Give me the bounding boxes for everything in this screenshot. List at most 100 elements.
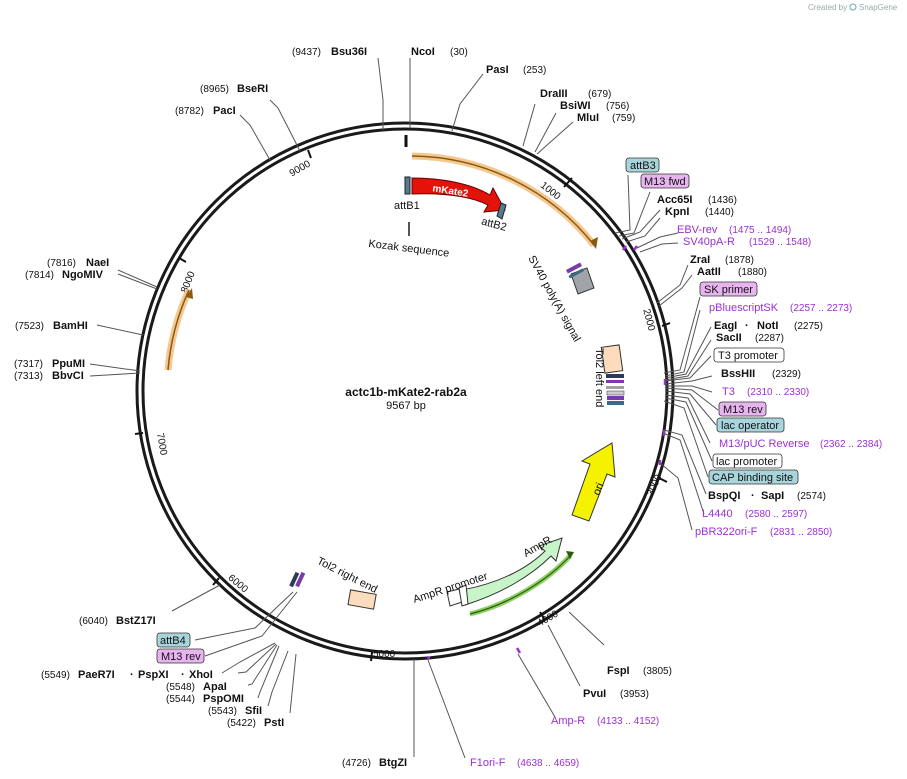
tick-7000 — [134, 432, 144, 435]
feature-box-sk-primer[interactable]: SK primer — [699, 281, 758, 297]
enzyme-bsiwi[interactable]: BsiWI (756) — [560, 100, 629, 112]
feature-box-cap-site[interactable]: CAP binding site — [708, 469, 799, 485]
enzyme-draiii[interactable]: DraIII (679) — [540, 88, 611, 100]
primer-amp-r[interactable]: Amp-R (4133 .. 4152) — [551, 715, 659, 727]
primer-f1ori-f[interactable]: F1ori-F (4638 .. 4659) — [470, 757, 579, 769]
enzyme-apai[interactable]: (5548) ApaI — [166, 681, 227, 693]
enzyme-bstz17i[interactable]: (6040) BstZ17I — [79, 615, 156, 627]
enzyme-pspomi[interactable]: (5544) PspOMI — [166, 693, 244, 705]
enzyme-pos-pasi: (253) — [523, 65, 546, 76]
enzyme-bbvci[interactable]: (7313) BbvCI — [14, 370, 84, 382]
feature-attb2-mark[interactable] — [496, 202, 507, 220]
feature-ori[interactable]: ori — [571, 442, 616, 522]
enzyme-sep-paer7i-2: · — [181, 669, 185, 681]
watermark-prefix: Created by — [808, 3, 847, 12]
enzyme-pos-mlui: (759) — [612, 113, 635, 124]
enzyme-name-draiii: DraIII — [540, 88, 568, 100]
enzyme-name-fspi: FspI — [607, 665, 630, 677]
enzyme-naei[interactable]: (7816) NaeI — [47, 257, 109, 269]
enzyme-name-zrai: ZraI — [690, 254, 710, 266]
primer-range-pbluescriptsk: (2257 .. 2273) — [790, 303, 852, 314]
tick-5000 — [370, 651, 373, 662]
enzyme-pos-draiii: (679) — [588, 89, 611, 100]
feature-tol2-left[interactable] — [600, 344, 624, 374]
enzyme-sfii[interactable]: (5543) SfiI — [208, 705, 262, 717]
enzyme-paci[interactable]: (8782) PacI — [175, 105, 236, 117]
enzyme-paer7i-pspxi-xhoi[interactable]: (5549) PaeR7I · PspXI · XhoI — [41, 669, 213, 681]
enzyme-name-pvui: PvuI — [583, 688, 606, 700]
enzyme-ncoi[interactable]: NcoI (30) — [411, 46, 468, 58]
primer-t3[interactable]: T3 (2310 .. 2330) — [722, 386, 809, 398]
primer-pbr322ori-f[interactable]: pBR322ori-F (2831 .. 2850) — [695, 526, 832, 538]
enzyme-name-kpni: KpnI — [665, 206, 689, 218]
tick-label-5000: 5000 — [373, 649, 396, 660]
primer-m13puc-reverse[interactable]: M13/pUC Reverse (2362 .. 2384) — [719, 438, 882, 450]
enzyme-sacii[interactable]: SacII (2287) — [716, 332, 784, 344]
feature-box-lac-promoter[interactable]: lac promoter — [712, 453, 783, 469]
primer-ebv-rev[interactable]: EBV-rev (1475 .. 1494) — [677, 224, 791, 236]
primer-name-pbluescriptsk: pBluescriptSK — [709, 302, 779, 314]
primer-name-t3: T3 — [722, 386, 735, 398]
enzyme-bspqi-sapi[interactable]: BspQI · SapI (2574) — [708, 490, 826, 502]
feature-box-m13-rev[interactable]: M13 rev — [718, 401, 767, 417]
enzyme-pos-bsu36i: (9437) — [292, 47, 321, 58]
enzyme-bsshii[interactable]: BssHII (2329) — [721, 368, 801, 380]
feature-ampr[interactable]: AmpR — [461, 534, 563, 606]
feature-box-label-attb3: attB3 — [630, 160, 656, 172]
enzyme-pos-bseri: (8965) — [200, 84, 229, 95]
feature-mkate2[interactable]: mKate2 — [411, 177, 506, 213]
feature-box-m13fwd[interactable]: M13 fwd — [640, 173, 690, 189]
feature-box-t3-promoter[interactable]: T3 promoter — [713, 347, 785, 363]
enzyme-bamhi[interactable]: (7523) BamHI — [15, 320, 88, 332]
primer-pbluescriptsk[interactable]: pBluescriptSK (2257 .. 2273) — [709, 302, 852, 314]
feature-box-attb3[interactable]: attB3 — [625, 157, 660, 173]
enzyme-name-bspqi: BspQI — [708, 490, 740, 502]
enzyme-fspi[interactable]: FspI (3805) — [607, 665, 672, 677]
enzyme-eagi-noti[interactable]: EagI · NotI (2275) — [714, 320, 823, 332]
primer-range-t3: (2310 .. 2330) — [747, 387, 809, 398]
enzyme-pos-ppumi: (7317) — [14, 359, 43, 370]
enzyme-acc65i[interactable]: Acc65I (1436) — [657, 194, 737, 206]
feature-box-m13-rev-left[interactable]: M13 rev — [156, 648, 205, 664]
watermark: Created by SnapGene — [808, 3, 898, 12]
enzyme-aatii[interactable]: AatII (1880) — [697, 266, 767, 278]
tick-1000 — [563, 177, 573, 188]
primer-sv40pa-r[interactable]: SV40pA-R (1529 .. 1548) — [683, 236, 811, 248]
enzyme-name-eagi: EagI — [714, 320, 737, 332]
enzyme-name-acc65i: Acc65I — [657, 194, 692, 206]
enzyme-pvui[interactable]: PvuI (3953) — [583, 688, 649, 700]
enzyme-name-ngomiv: NgoMIV — [62, 269, 104, 281]
enzyme-bsu36i[interactable]: (9437) Bsu36I — [292, 46, 367, 58]
enzyme-zrai[interactable]: ZraI (1878) — [690, 254, 754, 266]
enzyme-bseri[interactable]: (8965) BseRI — [200, 83, 268, 95]
enzyme-mlui[interactable]: MluI (759) — [577, 112, 635, 124]
enzyme-btgzi[interactable]: (4726) BtgZI — [342, 757, 407, 769]
primer-range-amp-r: (4133 .. 4152) — [597, 716, 659, 727]
enzyme-psti[interactable]: (5422) PstI — [227, 717, 284, 729]
feature-sv40-polya[interactable] — [565, 262, 595, 295]
feature-label-attb2: attB2 — [480, 216, 508, 234]
enzyme-ngomiv[interactable]: (7814) NgoMIV — [25, 269, 104, 281]
enzyme-pasi[interactable]: PasI (253) — [486, 64, 546, 76]
enzyme-name-sacii: SacII — [716, 332, 742, 344]
primer-l4440[interactable]: L4440 (2580 .. 2597) — [702, 508, 807, 520]
enzyme-pos-eagi: (2275) — [794, 321, 823, 332]
enzyme-pos-zrai: (1878) — [725, 255, 754, 266]
enzyme-pos-bsshii: (2329) — [772, 369, 801, 380]
enzyme-kpni[interactable]: KpnI (1440) — [665, 206, 734, 218]
enzyme-pos-bspqi: (2574) — [797, 491, 826, 502]
primer-name-m13puc-reverse: M13/pUC Reverse — [719, 438, 809, 450]
feature-ampr-promoter[interactable] — [446, 584, 469, 607]
feature-box-attb4[interactable]: attB4 — [156, 632, 191, 648]
plasmid-name: actc1b-mKate2-rab2a — [345, 385, 467, 399]
feature-attb4-cluster[interactable] — [289, 571, 306, 588]
feature-attb1-mark[interactable] — [404, 176, 411, 195]
feature-lac-cluster[interactable] — [606, 374, 625, 405]
enzyme-name-bsshii: BssHII — [721, 368, 755, 380]
feature-box-lac-operator[interactable]: lac operator — [716, 417, 785, 433]
enzyme-ppumi[interactable]: (7317) PpuMI — [14, 358, 85, 370]
feature-box-label-m13-rev: M13 rev — [723, 404, 763, 416]
enzyme-pos-aatii: (1880) — [738, 267, 767, 278]
feature-tol2-right[interactable] — [347, 589, 377, 610]
enzyme-name-pspomi: PspOMI — [203, 693, 244, 705]
